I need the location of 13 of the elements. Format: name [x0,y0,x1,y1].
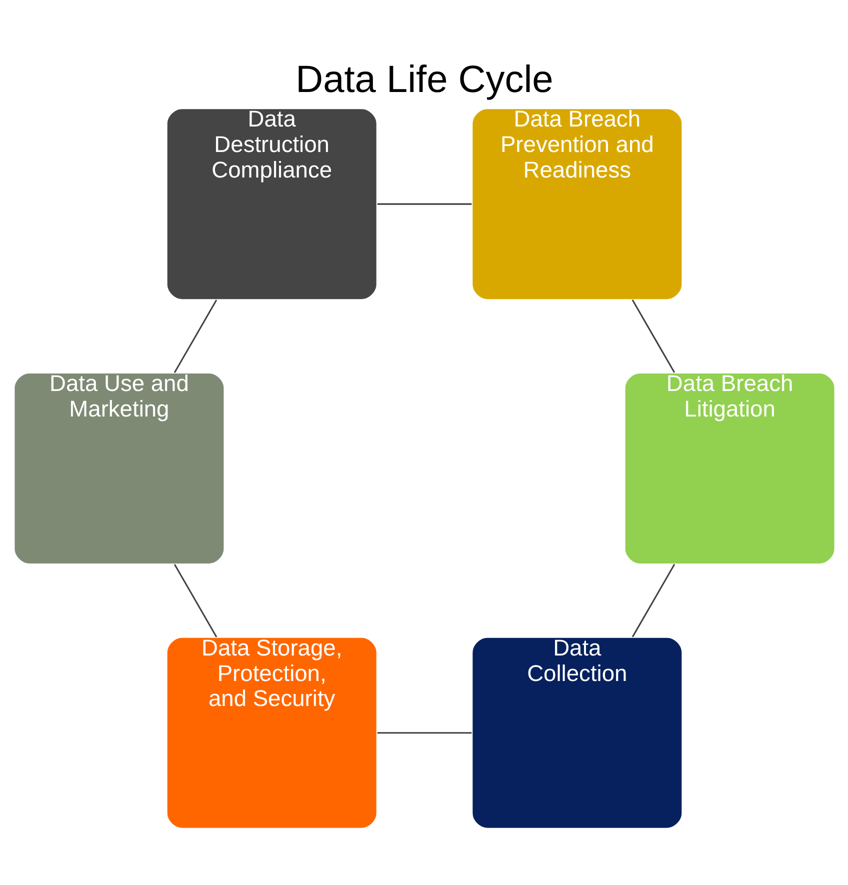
node-box: Data Breach Litigation [624,372,836,565]
diagram-title: Data Life Cycle [295,58,553,101]
node-box: Data Use and Marketing [12,372,224,565]
connector [631,300,675,373]
connector [376,732,472,734]
connector [173,300,217,374]
node-box: Data Storage, Protection, and Security [166,636,378,830]
connector [376,203,472,205]
connector [631,564,675,638]
node-box: Data Breach Prevention and Readiness [470,108,682,300]
node-box: Data Collection [470,636,682,830]
connector [173,564,217,638]
node-box: Data Destruction Compliance [166,108,378,300]
